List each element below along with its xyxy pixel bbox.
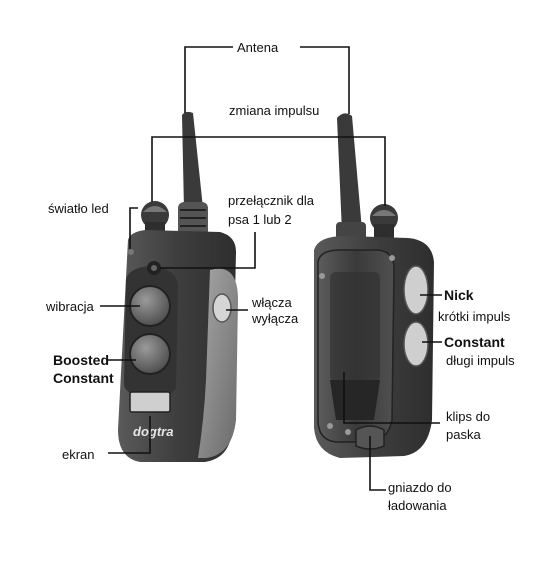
leader-gniazdo — [369, 436, 386, 491]
label-klips-line2: paska — [446, 427, 481, 442]
power-button — [212, 293, 232, 323]
label-wlacza: włącza — [252, 295, 292, 310]
constant-button — [403, 321, 429, 367]
left-knob — [141, 201, 169, 236]
right-transmitter — [314, 113, 434, 458]
leader-zmiana-impulsu — [151, 136, 386, 206]
leader-swiatlo-led — [129, 207, 138, 249]
label-wlacza-wylacza: włącza wyłącza — [252, 295, 298, 327]
label-gniazdo: gniazdo do ładowania — [388, 480, 452, 514]
label-constant-right: Constant — [444, 334, 505, 350]
nick-button — [403, 265, 429, 315]
leader-klips — [343, 372, 440, 424]
label-swiatlo-led: światło led — [48, 201, 109, 216]
leader-ekran — [108, 416, 151, 454]
label-gniazdo-line2: ładowania — [388, 498, 447, 513]
label-boosted-constant: Boosted Constant — [53, 352, 114, 386]
lcd-screen — [129, 391, 171, 413]
label-boosted: Boosted — [53, 352, 109, 368]
right-antenna — [337, 113, 362, 232]
label-wylacza: wyłącza — [252, 311, 299, 326]
leader-antena-right — [300, 46, 350, 114]
left-antenna-base — [178, 202, 208, 238]
left-transmitter: dogtra — [118, 111, 238, 462]
label-constant-left: Constant — [53, 370, 114, 386]
label-klips-line1: klips do — [446, 409, 491, 424]
leader-przelacznik — [160, 232, 256, 269]
leader-lines — [100, 46, 442, 491]
label-krotki-impuls: krótki impuls — [438, 309, 511, 324]
brand-logo: dogtra — [133, 424, 173, 439]
label-nick: Nick — [444, 287, 474, 303]
boosted-constant-button — [129, 333, 171, 375]
label-antena: Antena — [237, 40, 279, 55]
label-przelacznik-line2: psa 1 lub 2 — [228, 212, 292, 227]
label-gniazdo-line1: gniazdo do — [388, 480, 452, 495]
label-ekran: ekran — [62, 447, 95, 462]
label-wibracja: wibracja — [46, 299, 94, 314]
left-led — [128, 249, 134, 255]
left-antenna — [182, 111, 203, 210]
label-dlugi-impuls: długi impuls — [446, 353, 515, 368]
leader-antena-left — [184, 46, 233, 113]
label-klips: klips do paska — [446, 409, 490, 443]
label-przelacznik: przełącznik dla psa 1 lub 2 — [228, 193, 314, 228]
label-zmiana-impulsu: zmiana impulsu — [229, 103, 320, 118]
label-przelacznik-line1: przełącznik dla — [228, 193, 314, 208]
